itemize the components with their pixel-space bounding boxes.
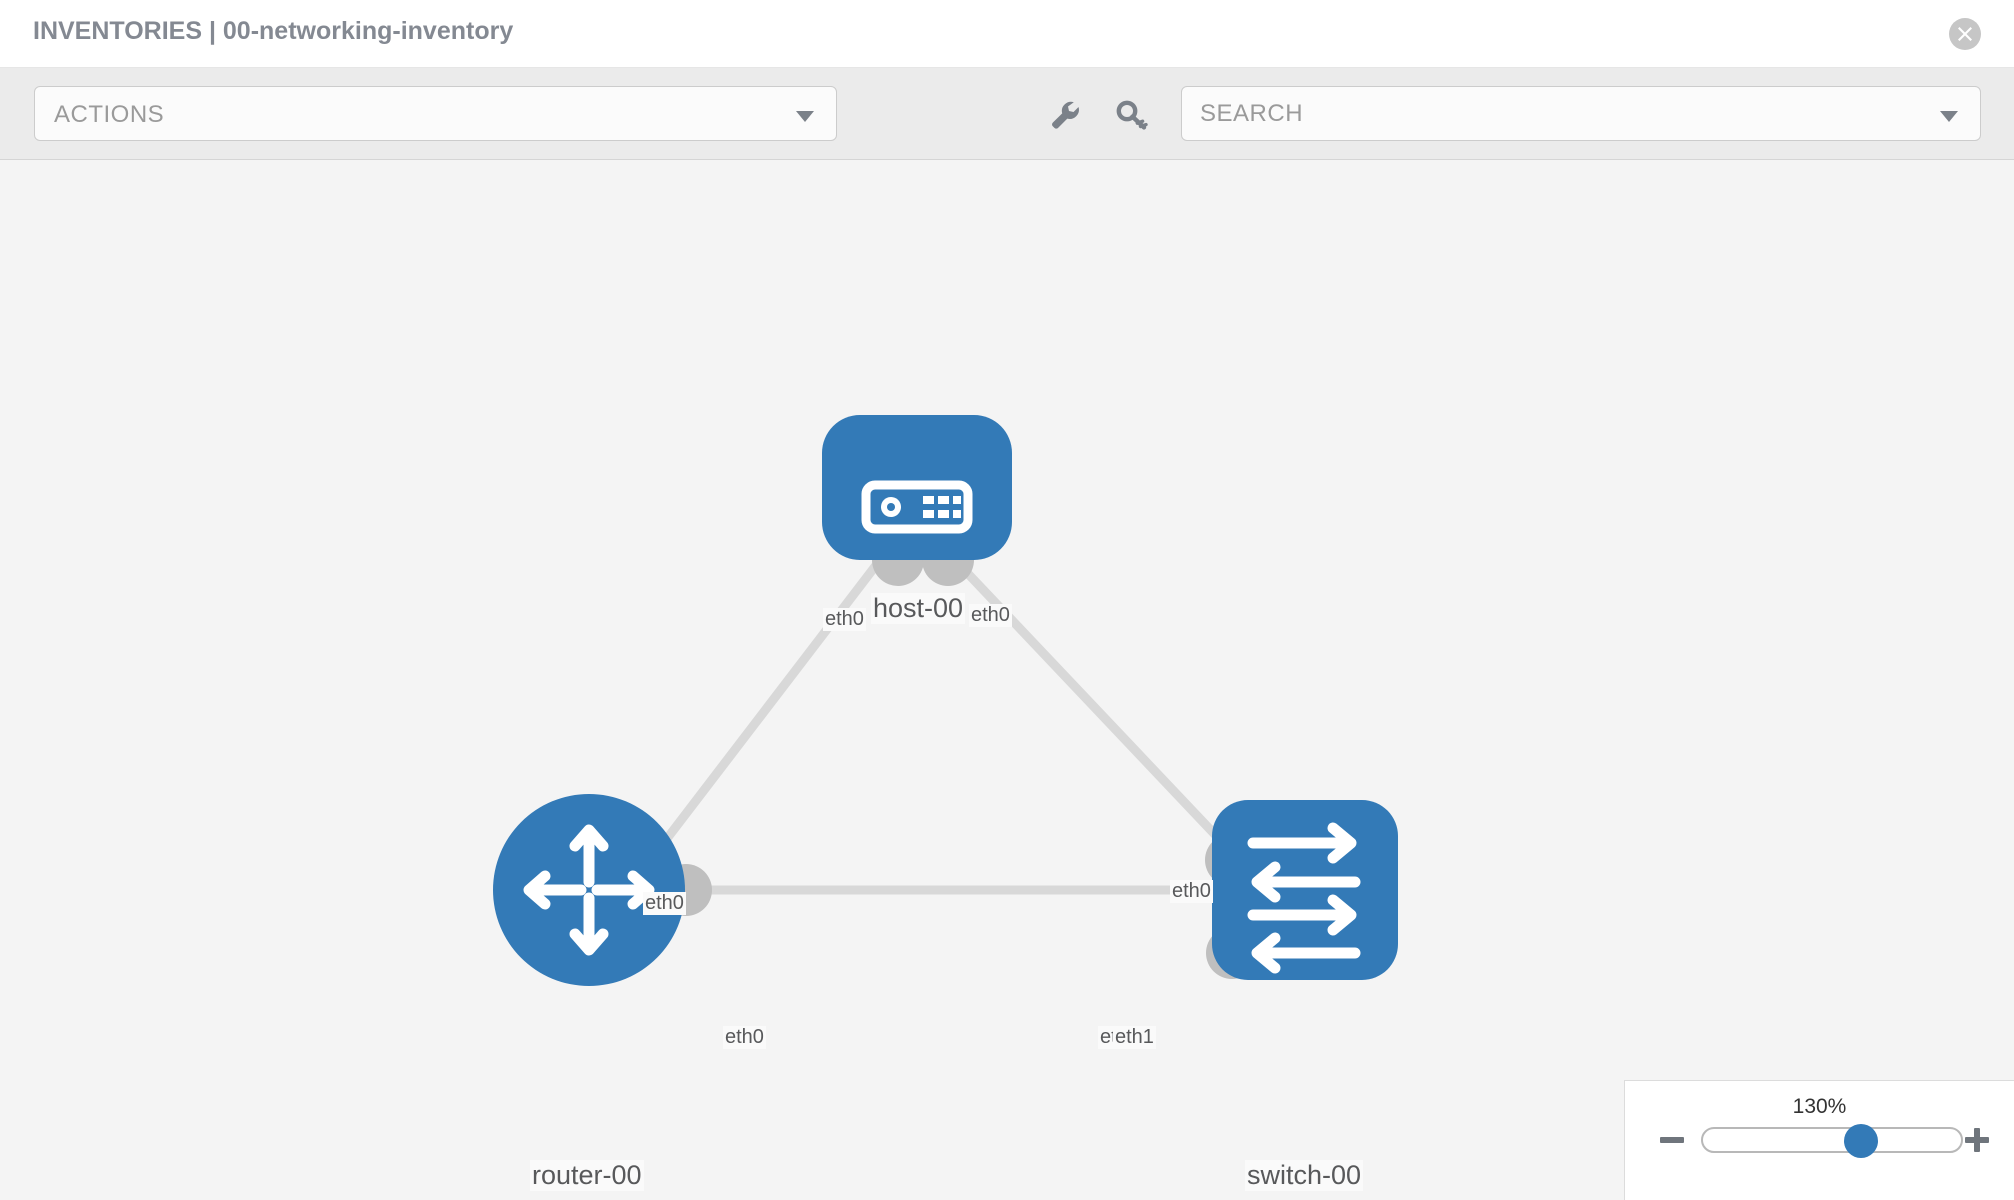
zoom-control-panel: 130% [1624,1080,2014,1200]
actions-dropdown[interactable]: ACTIONS [34,86,837,141]
switch-arrows-icon [1247,822,1361,974]
page-header: INVENTORIES | 00-networking-inventory [0,0,2014,68]
router-arrows-icon [523,824,655,956]
iface-label: eth0 [723,1026,766,1049]
iface-label: eth0 [1170,880,1213,903]
plus-icon[interactable] [1962,1125,1992,1155]
node-router-00[interactable] [493,794,685,986]
key-icon[interactable] [1113,96,1151,134]
search-input[interactable] [1200,87,1900,140]
zoom-level-value: 130% [1792,1095,1847,1118]
node-switch-00[interactable] [1212,800,1398,980]
zoom-slider-thumb[interactable] [1844,1124,1879,1158]
node-label-router-00: router-00 [530,1160,644,1191]
server-icon [861,480,973,534]
wrench-icon-glyph [1052,101,1079,129]
iface-label: eth0 [643,892,686,915]
page-title: INVENTORIES | 00-networking-inventory [33,17,514,45]
node-host-00[interactable] [822,415,1012,560]
iface-label: eth1 [1113,1026,1156,1049]
close-icon-glyph [1958,27,1972,41]
zoom-slider-track[interactable] [1701,1124,1963,1158]
chevron-down-icon [796,111,814,122]
node-label-switch-00: switch-00 [1245,1160,1364,1191]
minus-icon[interactable] [1657,1125,1687,1155]
node-label-host-00: host-00 [871,593,966,624]
iface-label: eth0 [969,604,1012,627]
chevron-down-icon[interactable] [1940,111,1958,122]
topology-graph [493,415,1398,986]
actions-dropdown-label: ACTIONS [54,101,165,128]
search-box[interactable] [1181,86,1981,141]
key-icon-glyph [1116,100,1148,130]
iface-label: eth0 [823,608,866,631]
wrench-icon[interactable] [1046,96,1084,134]
topology-canvas[interactable]: eth0 eth0 eth0 eth0 eth0 eth1 eth0 host-… [0,160,2014,1200]
close-icon[interactable] [1949,18,1981,50]
toolbar: ACTIONS [0,68,2014,160]
